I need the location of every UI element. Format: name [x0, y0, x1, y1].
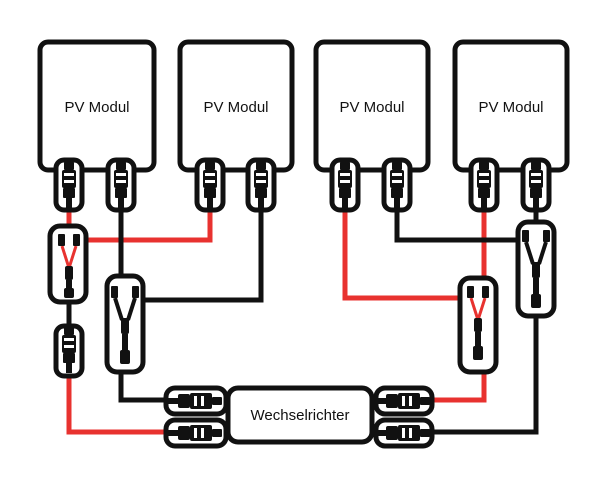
y-splitter-right-positive: [457, 275, 499, 375]
y-splitter-right-negative: [515, 219, 557, 319]
inverter-label: Wechselrichter: [251, 407, 350, 424]
pv-module-2: PV Modul: [177, 39, 295, 173]
inverter-input-connector-left-negative: [163, 385, 229, 417]
mc4-connector-m4-positive: [468, 157, 500, 213]
wire-positive-m3: [342, 210, 460, 301]
wire-negative-m2: [144, 210, 264, 303]
y-splitter-left-positive: [47, 223, 89, 305]
inline-connector-left: [53, 323, 85, 379]
inverter-input-connector-right-negative: [373, 417, 435, 449]
wire-positive-m2: [86, 210, 213, 243]
mc4-connector-m1-negative: [105, 157, 137, 213]
mc4-connector-m1-positive: [53, 157, 85, 213]
pv-module-1: PV Modul: [37, 39, 157, 173]
pv-module-4: PV Modul: [452, 39, 570, 173]
pv-module-label: PV Modul: [478, 99, 543, 116]
mc4-connector-m4-negative: [520, 157, 552, 213]
pv-module-label: PV Modul: [339, 99, 404, 116]
mc4-connector-m2-positive: [194, 157, 226, 213]
wire-positive-left-main: [66, 370, 166, 435]
wire-negative-right-main: [430, 316, 539, 435]
wire-negative-left-main: [118, 372, 166, 403]
pv-module-label: PV Modul: [203, 99, 268, 116]
y-splitter-left-negative: [104, 273, 146, 375]
wire-negative-m3: [394, 210, 520, 243]
pv-module-label: PV Modul: [64, 99, 129, 116]
wire-positive-right-main: [430, 372, 487, 403]
mc4-connector-m3-positive: [329, 157, 361, 213]
pv-module-3: PV Modul: [313, 39, 431, 173]
inverter-input-connector-left-positive: [163, 417, 229, 449]
mc4-connector-m3-negative: [381, 157, 413, 213]
inverter: Wechselrichter: [225, 385, 375, 445]
mc4-connector-m2-negative: [245, 157, 277, 213]
inverter-input-connector-right-positive: [373, 385, 435, 417]
